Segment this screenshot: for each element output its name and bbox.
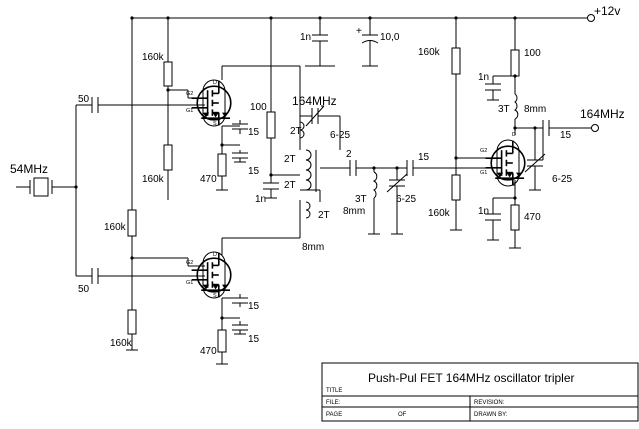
pin-label: G2 xyxy=(186,91,193,97)
cap-15-label: 15 xyxy=(248,166,260,177)
output-terminal xyxy=(591,124,599,132)
coil-3t-label: 3T xyxy=(355,194,367,205)
res-470-label: 470 xyxy=(200,346,217,357)
wiring xyxy=(16,17,592,364)
coil-2t-label: 2T xyxy=(290,126,302,137)
trimmer-label: 6-25 xyxy=(552,174,572,185)
coils xyxy=(299,93,519,219)
pin-label: D xyxy=(213,252,217,258)
cap-electrolytic-plus: + xyxy=(356,26,362,37)
cap-15-label: 15 xyxy=(248,301,260,312)
cap-1n-label: 1n xyxy=(255,194,266,205)
cap-50-label: 50 xyxy=(78,94,90,105)
pin-label: D xyxy=(512,132,516,138)
pin-label: G1 xyxy=(186,280,193,286)
cap-10-label: 10,0 xyxy=(380,32,400,43)
trimmer-capacitors xyxy=(305,105,546,193)
output-freq-label: 164MHz xyxy=(580,107,625,121)
coil-3t-label: 3T xyxy=(498,104,510,115)
pin-label: G2 xyxy=(186,260,193,266)
pin-label: S xyxy=(213,293,217,299)
supply-label: +12v xyxy=(594,4,620,18)
page-label: PAGE xyxy=(326,412,342,418)
capacitors xyxy=(91,34,550,331)
pin-label: G2 xyxy=(480,148,487,154)
res-160k-label: 160k xyxy=(142,174,165,185)
title-block: TITLE Push-Pul FET 164MHz oscillator tri… xyxy=(321,362,639,422)
coil-8mm-label: 8mm xyxy=(343,206,365,217)
tank-freq-label: 164MHz xyxy=(292,94,337,108)
pin-label: D xyxy=(213,80,217,86)
cap-15-label: 15 xyxy=(418,152,430,163)
crystal xyxy=(29,177,53,197)
title-label: TITLE xyxy=(326,388,342,394)
resistors xyxy=(127,47,520,353)
cap-1n-top-label: 1n xyxy=(300,32,311,43)
of-label: OF xyxy=(398,412,407,418)
junction-dots xyxy=(74,16,537,320)
res-160k-label: 160k xyxy=(428,208,451,219)
schematic-title: Push-Pul FET 164MHz oscillator tripler xyxy=(368,371,575,385)
pin-label: S xyxy=(213,121,217,127)
res-100-label: 100 xyxy=(524,48,541,59)
cap-15-label: 15 xyxy=(248,334,260,345)
res-160k-label: 160k xyxy=(418,47,441,58)
res-160k-label: 160k xyxy=(142,52,165,63)
res-160k-label: 160k xyxy=(104,222,127,233)
fet-lower xyxy=(190,251,232,299)
cap-1n-label: 1n xyxy=(478,72,489,83)
res-160k-label: 160k xyxy=(110,338,133,349)
fet-upper xyxy=(190,79,232,127)
cap-15-label: 15 xyxy=(560,130,572,141)
cap-15-label: 15 xyxy=(248,127,260,138)
coil-2t-label: 2T xyxy=(284,180,296,191)
supply-terminal xyxy=(587,14,595,22)
ground-symbols xyxy=(126,99,541,365)
trimmer-label: 6-25 xyxy=(330,130,350,141)
res-470-label: 470 xyxy=(200,174,217,185)
res-100-label: 100 xyxy=(250,102,267,113)
pin-label: G1 xyxy=(480,170,487,176)
coil-8mm-label: 8mm xyxy=(524,104,546,115)
trimmer-label: 6-25 xyxy=(396,194,416,205)
res-470-label: 470 xyxy=(524,212,541,223)
cap-50-label: 50 xyxy=(78,284,90,295)
coil-2t-label: 2T xyxy=(284,154,296,165)
fet-right xyxy=(484,139,526,187)
coil-2t-label: 2T xyxy=(318,210,330,221)
input-freq-label: 54MHz xyxy=(10,162,48,176)
pin-label: S xyxy=(512,182,516,188)
coil-8mm-label: 8mm xyxy=(302,242,324,253)
file-label: FILE: xyxy=(326,400,341,406)
cap-2-label: 2 xyxy=(346,149,352,160)
revision-label: REVISION: xyxy=(474,400,505,406)
drawn-by-label: DRAWN BY: xyxy=(474,412,508,418)
pin-label: G1 xyxy=(186,108,193,114)
cap-1n-label: 1n xyxy=(478,206,489,217)
